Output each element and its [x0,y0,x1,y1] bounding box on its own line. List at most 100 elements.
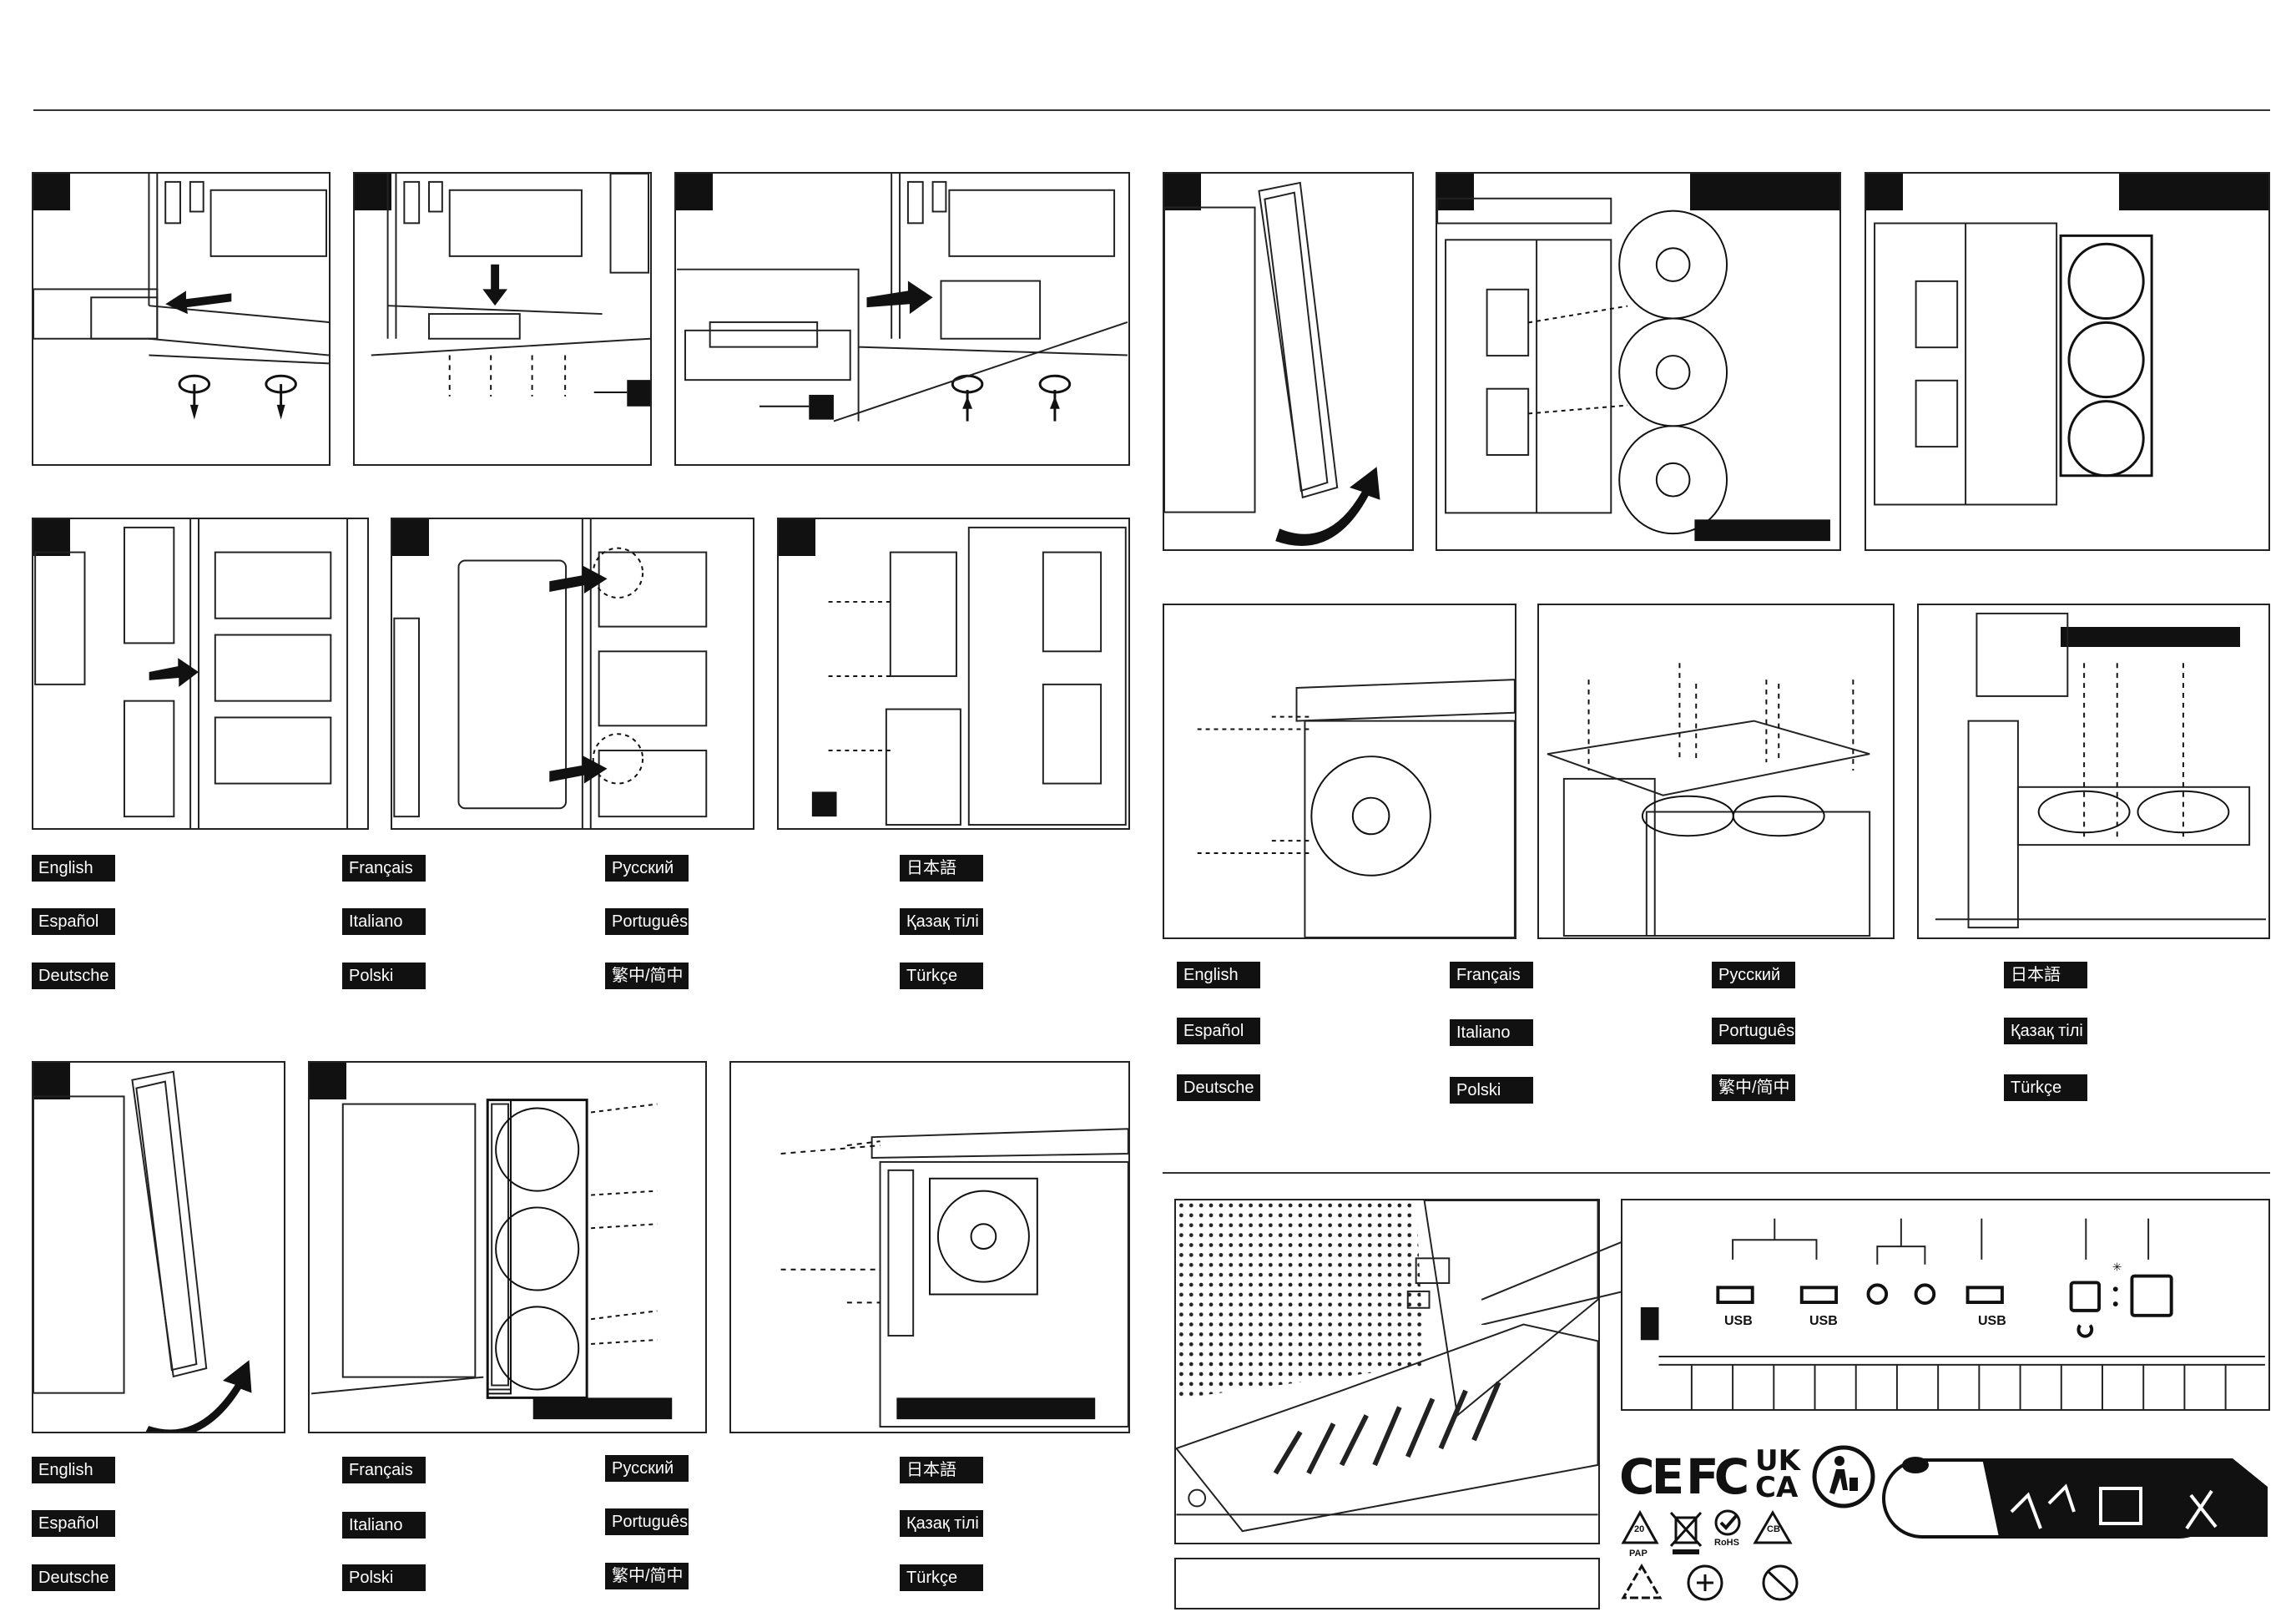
arrow-right-icon [549,755,608,784]
step-panel-14 [1537,604,1895,939]
lang-chinese: 繁中/简中 [1712,1074,1795,1101]
step-number-box [355,174,391,210]
zoom-connector [1481,1241,1623,1325]
arrow-left-icon [165,291,232,315]
lang-japanese: 日本語 [900,1457,983,1483]
top-radiator-mount-illustration [1935,612,2266,929]
step-panel-4 [32,518,369,830]
fan-icon [2037,790,2230,834]
usb-label: USB [1978,1314,2006,1328]
lang-portugues: Português [605,1508,689,1535]
step-panel-6 [777,518,1130,830]
lang-chinese: 繁中/简中 [605,963,689,989]
zoom-lines [1481,1241,1623,1325]
step-panel-5 [391,518,754,830]
lang-polski: Polski [342,963,426,989]
recycle-icon [1621,1564,1663,1599]
lang-turkce: Türkçe [900,1564,983,1591]
rotate-icon [1275,467,1380,546]
step-panel-2 [353,172,652,466]
store-icon [2099,1487,2142,1525]
reset-icon [2069,1281,2102,1338]
step-panel-10 [1163,172,1414,551]
step-number-box [676,174,713,210]
top-fan-mount-illustration [1547,663,1871,937]
weee-bin-icon [1669,1511,1703,1554]
arrow-down-icon [482,264,507,306]
label-bar [1690,174,1839,210]
ukca-mark-bottom: CA [1755,1471,1799,1504]
lang-espanol: Español [32,1510,115,1537]
top-divider [33,109,2270,111]
step-number-box [310,1063,346,1099]
step-panel-15 [1917,604,2270,939]
usb-label: USB [1724,1314,1753,1328]
lang-russian: Русский [1712,962,1795,988]
lang-deutsche: Deutsche [32,1564,115,1591]
lang-kazakh: Қазақ тілі [2004,1018,2087,1044]
front-triple-fan-illustration [1437,197,1830,542]
label-bar [2061,627,2240,647]
rear-fan-mount-illustration [1197,679,1515,937]
recycle-icon [1753,1510,1793,1544]
step-panel-12 [1865,172,2270,551]
lang-english: English [32,1457,115,1483]
step-number-box [33,1063,70,1099]
usb-port-icon [1716,1286,2004,1305]
step-panel-13 [1163,604,1516,939]
lang-polski: Polski [342,1564,426,1591]
step-number-box [33,174,70,210]
lang-italiano: Italiano [342,908,426,935]
rohs-check-icon [1714,1509,1741,1536]
ce-mark: CE [1619,1448,1684,1505]
io-ports-illustration: ✳ [1640,1218,2265,1409]
svg-text:✳: ✳ [2112,1261,2122,1275]
case-top-io-illustration [1176,1200,1598,1533]
lang-italiano: Italiano [342,1512,426,1539]
lang-italiano: Italiano [1450,1019,1533,1046]
lang-japanese: 日本語 [900,855,983,882]
fan-icon [929,1177,1038,1296]
lang-kazakh: Қазақ тілі [900,1510,983,1537]
side-drive-illustration [34,519,349,828]
front-radiator-illustration [1874,222,2153,506]
caption-box [1174,1558,1600,1609]
lang-deutsche: Deutsche [1177,1074,1260,1101]
arrow-right-icon [866,280,933,315]
step-panel-1 [32,172,331,466]
rohs-label: RoHS [1714,1538,1739,1548]
arrow-right-icon [549,565,608,594]
lang-francais: Français [1450,962,1533,988]
lang-deutsche: Deutsche [32,963,115,989]
no-recycle-icon [1762,1564,1799,1601]
arrow-right-icon [149,658,199,687]
drive-slide-illustration [393,519,708,828]
step-number-box [779,519,815,556]
step-number-box [392,519,429,556]
disposal-person-icon [1812,1445,1875,1508]
fan-icon [1641,795,1825,837]
fan-icon [2059,234,2153,478]
step-panel-3 [674,172,1130,466]
recycle-20-label: 20 [1634,1524,1645,1534]
lang-english: English [32,855,115,882]
ukca-mark-top: UK [1755,1444,1800,1478]
hdd-install-illustration [371,174,650,407]
rotate-icon [145,1360,252,1432]
lang-francais: Français [342,1457,426,1483]
back-panel-illustration [811,526,1127,826]
delivery-icon [2010,1483,2076,1529]
lang-english: English [1177,962,1260,988]
cb-label: CB [1767,1524,1780,1534]
lang-russian: Русский [605,855,689,882]
fan-icon [1618,210,1728,535]
pap-label: PAP [1629,1549,1648,1559]
lang-portugues: Português [605,908,689,935]
fan-icon [1310,755,1431,877]
lang-portugues: Português [1712,1018,1795,1044]
rear-fan-install-illustration [780,1128,1128,1428]
io-panel-closeup: ✳ USB USB USB [1621,1199,2270,1411]
mic-icon [1914,1283,1936,1305]
screw-icon [951,374,1072,422]
step-number-box [1437,174,1474,210]
